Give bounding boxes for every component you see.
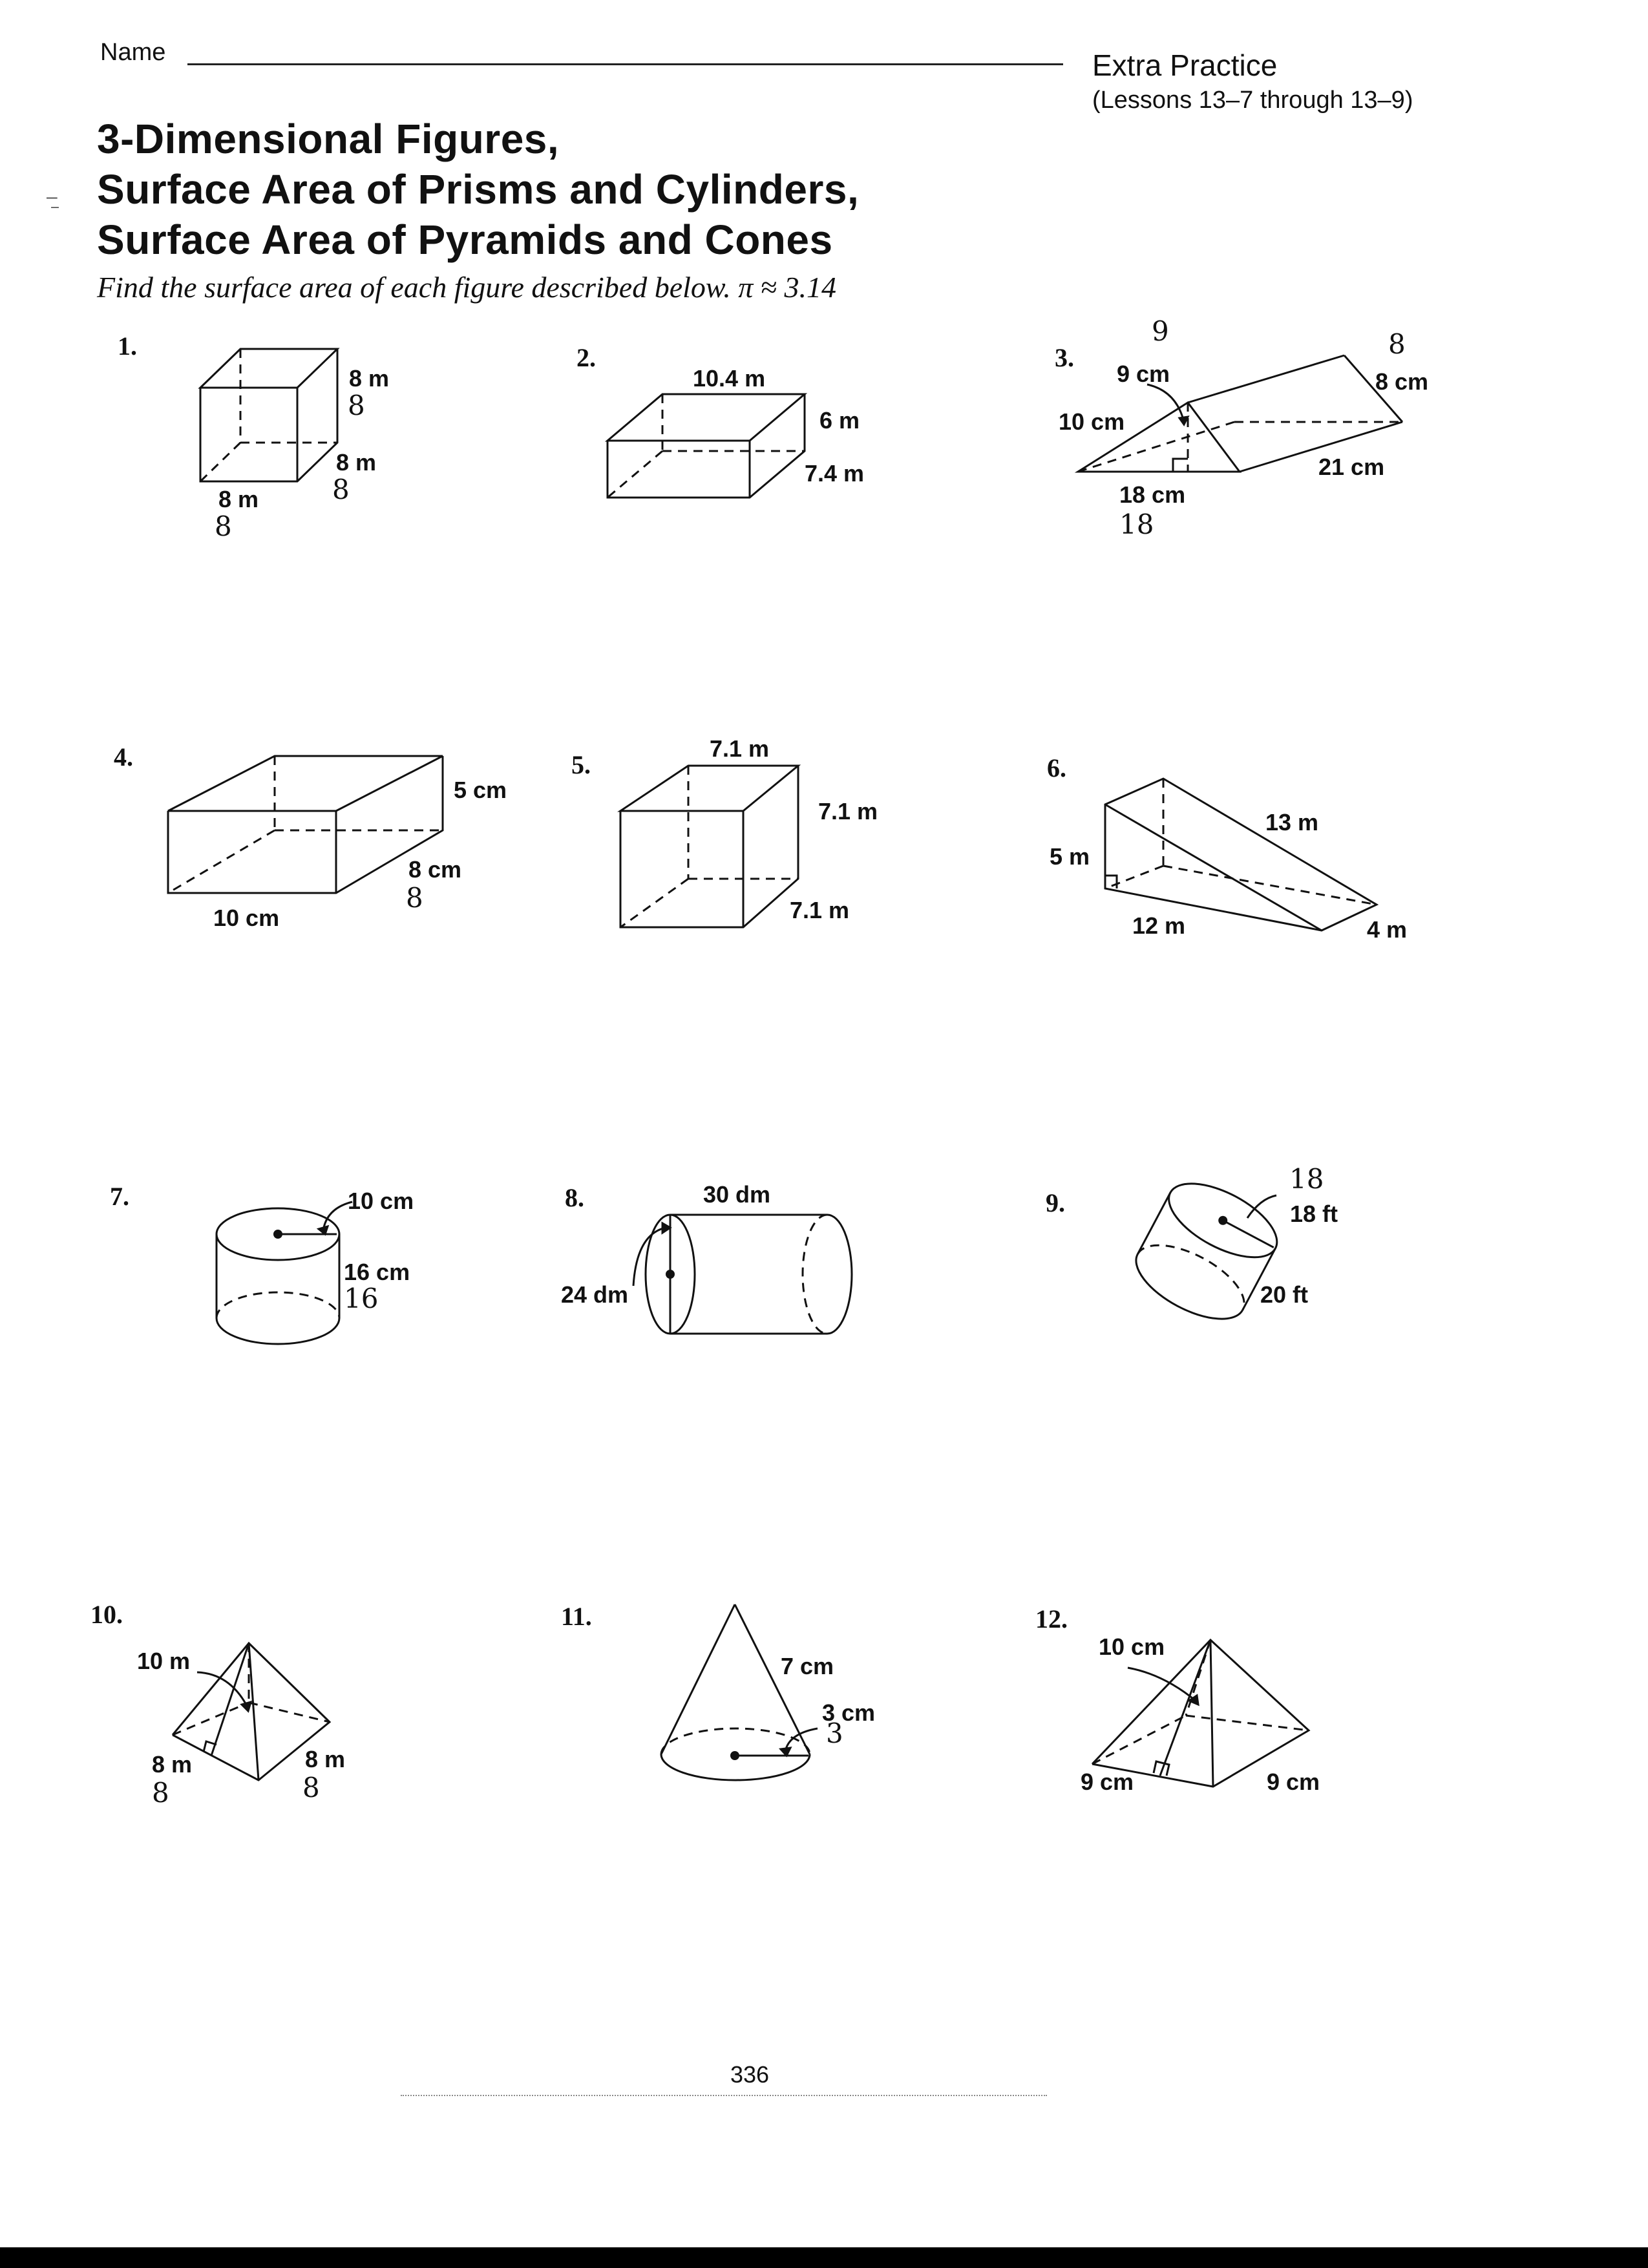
problem-number: 2. (576, 343, 596, 372)
cylinder-figure (644, 1213, 853, 1335)
dimension-label: 7.1 m (710, 735, 770, 762)
scan-edge-bar (0, 2247, 1648, 2268)
dimension-label: 5 cm (454, 777, 507, 803)
cube-figure (198, 348, 340, 483)
margin-mark: – (47, 186, 58, 207)
title-line-1: 3-Dimensional Figures, (97, 116, 560, 162)
dimension-label: 10 cm (1099, 1633, 1165, 1660)
problem-number: 10. (90, 1600, 123, 1629)
problem-number: 8. (565, 1183, 584, 1212)
dimension-label: 4 m (1367, 916, 1408, 943)
leader-arrow (632, 1221, 672, 1286)
dimension-label: 7.1 m (790, 897, 850, 923)
problem-number: 12. (1035, 1604, 1068, 1633)
leader-arrow (1146, 383, 1190, 426)
problem-number: 3. (1055, 343, 1074, 372)
dimension-label: 18 ft (1290, 1201, 1338, 1227)
dimension-label: 7.4 m (805, 460, 865, 487)
handwritten-note: 8 (406, 882, 423, 914)
problem-number: 11. (561, 1602, 592, 1631)
dimension-label: 5 m (1050, 843, 1090, 870)
dimension-label: 8 m (152, 1751, 193, 1778)
cylinder-figure (215, 1201, 353, 1345)
title-line-2: Surface Area of Prisms and Cylinders, (97, 166, 860, 213)
dimension-label: 18 cm (1119, 481, 1186, 508)
problem-number: 6. (1047, 753, 1066, 782)
title-line-3: Surface Area of Pyramids and Cones (97, 216, 833, 263)
instructions: Find the surface area of each figure des… (97, 271, 836, 304)
handwritten-note: 8 (348, 390, 365, 421)
dimension-label: 12 m (1132, 912, 1186, 939)
dimension-label: 8 cm (408, 856, 462, 883)
handwritten-note: 18 (1119, 509, 1154, 540)
cylinder-figure (1135, 1182, 1278, 1320)
handwritten-note: 8 (302, 1772, 320, 1803)
extra-practice-title: Extra Practice (1092, 48, 1278, 82)
dimension-label: 7.1 m (818, 798, 878, 824)
dimension-label: 24 dm (561, 1281, 629, 1308)
dimension-label: 8 cm (1375, 368, 1429, 395)
triangular-prism-figure (1074, 354, 1404, 473)
dimension-label: 21 cm (1318, 454, 1385, 480)
dimension-label: 9 cm (1081, 1769, 1134, 1795)
dimension-label: 9 cm (1117, 361, 1170, 387)
pyramid-figure (171, 1641, 332, 1781)
problem-number: 7. (110, 1182, 129, 1211)
dimension-label: 10 m (137, 1648, 191, 1674)
problem-number: 1. (118, 331, 137, 361)
dimension-label: 8 m (305, 1746, 346, 1772)
dimension-label: 8 m (218, 486, 259, 512)
dimension-label: 13 m (1265, 809, 1319, 835)
dimension-label: 30 dm (703, 1181, 771, 1208)
handwritten-note: 8 (152, 1777, 169, 1809)
handwritten-note: 16 (344, 1283, 379, 1314)
dimension-label: 16 cm (344, 1259, 410, 1285)
dimension-label: 6 m (819, 407, 860, 434)
dimension-label: 8 m (349, 365, 390, 392)
wedge-prism-figure (1104, 777, 1379, 932)
cube-figure (617, 764, 801, 929)
dimension-label: 10.4 m (693, 365, 766, 392)
handwritten-note: 9 (1152, 315, 1169, 347)
dimension-label: 8 m (336, 449, 377, 476)
lessons-subtitle: (Lessons 13–7 through 13–9) (1092, 87, 1413, 114)
problem-number: 5. (571, 750, 591, 779)
cone-figure (660, 1604, 818, 1781)
dimension-label: 10 cm (348, 1188, 414, 1214)
dimension-label: 3 cm (822, 1699, 876, 1726)
dimension-label: 7 cm (781, 1653, 834, 1679)
handwritten-note: 8 (332, 474, 350, 505)
dimension-label: 9 cm (1267, 1769, 1320, 1795)
name-label: Name (100, 39, 166, 66)
page-number: 336 (730, 2061, 770, 2088)
margin-mark: ‾ (52, 205, 58, 227)
name-line[interactable] (187, 63, 1063, 65)
handwritten-note: 18 (1289, 1163, 1324, 1195)
leader-arrow (196, 1671, 253, 1713)
problem-number: 4. (114, 742, 133, 772)
dimension-label: 20 ft (1260, 1281, 1309, 1308)
handwritten-note: 8 (215, 510, 232, 542)
dimension-label: 10 cm (1059, 408, 1125, 435)
rectangular-prism-figure (167, 755, 444, 894)
handwritten-note: 8 (1388, 328, 1406, 360)
rectangular-prism-figure (604, 393, 808, 499)
handwritten-note: 3 (826, 1717, 843, 1749)
pyramid-figure (1091, 1638, 1311, 1788)
dimension-label: 10 cm (213, 905, 280, 931)
leader-arrow (1127, 1666, 1199, 1706)
problem-number: 9. (1046, 1188, 1065, 1217)
footer-line (401, 2095, 1047, 2096)
